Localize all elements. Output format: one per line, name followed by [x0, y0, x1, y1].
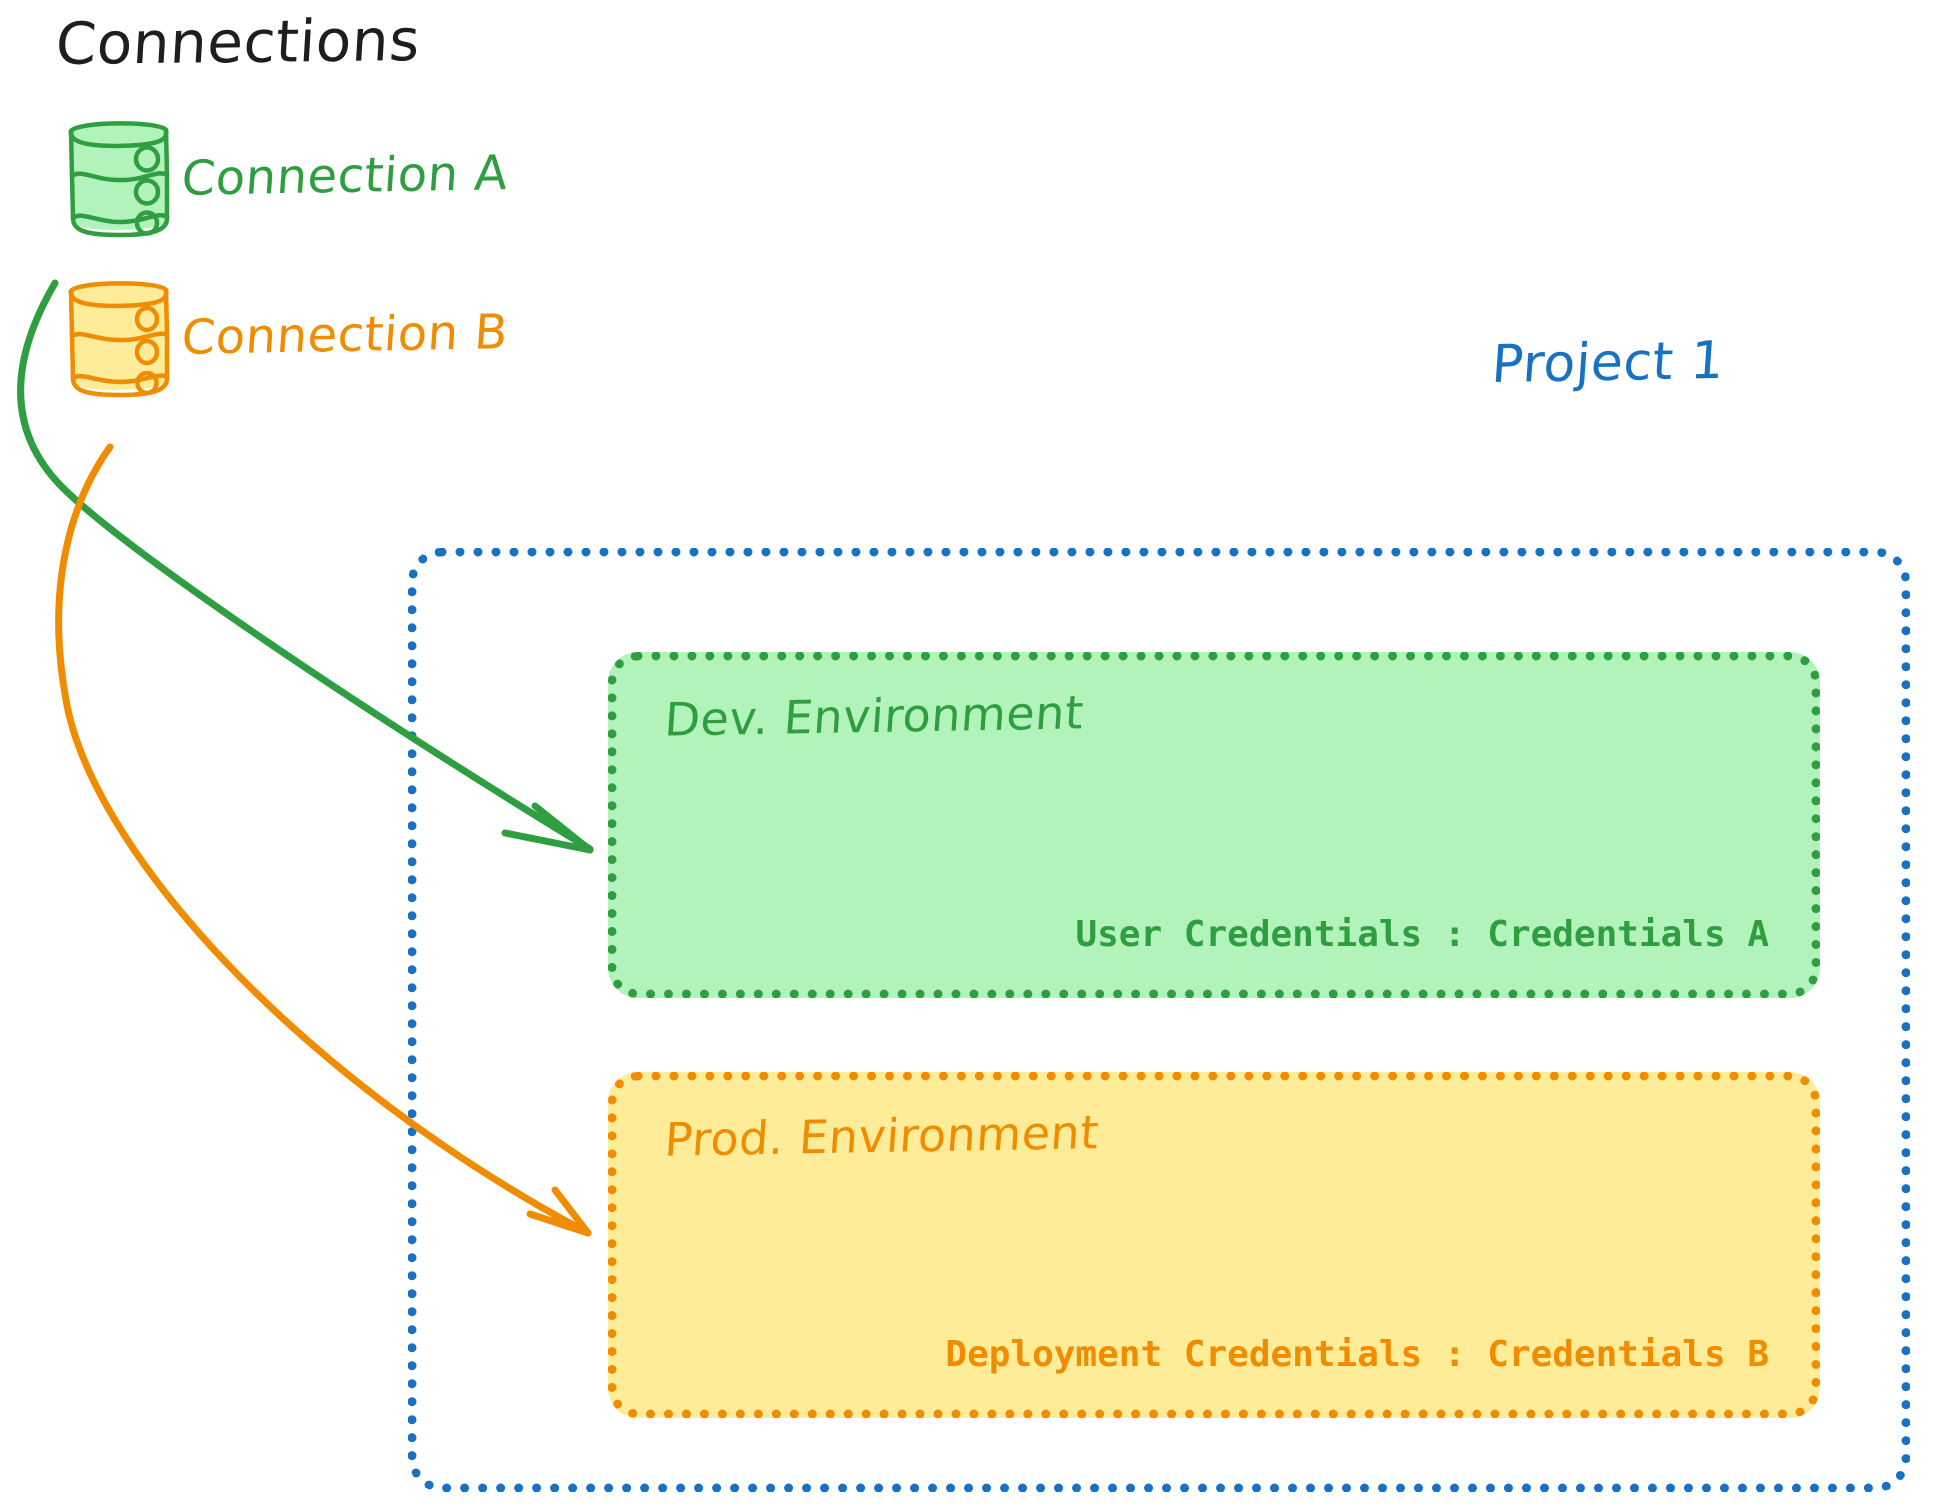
project-title: Project 1: [1489, 330, 1727, 396]
database-cylinder-icon[interactable]: [64, 272, 174, 402]
prod-environment-title: Prod. Environment: [662, 1105, 1101, 1167]
connections-heading: Connections: [53, 6, 423, 78]
prod-environment-credentials: Deployment Credentials : Credentials B: [945, 1334, 1769, 1375]
dev-environment-title: Dev. Environment: [662, 685, 1086, 747]
database-cylinder-icon[interactable]: [64, 112, 174, 242]
connection-b-label: Connection B: [179, 304, 510, 366]
prod-environment-box[interactable]: Prod. Environment Deployment Credentials…: [608, 1072, 1820, 1418]
connection-a-label: Connection A: [179, 145, 510, 207]
dev-environment-box[interactable]: Dev. Environment User Credentials : Cred…: [608, 652, 1820, 998]
dev-environment-credentials: User Credentials : Credentials A: [1075, 914, 1769, 955]
